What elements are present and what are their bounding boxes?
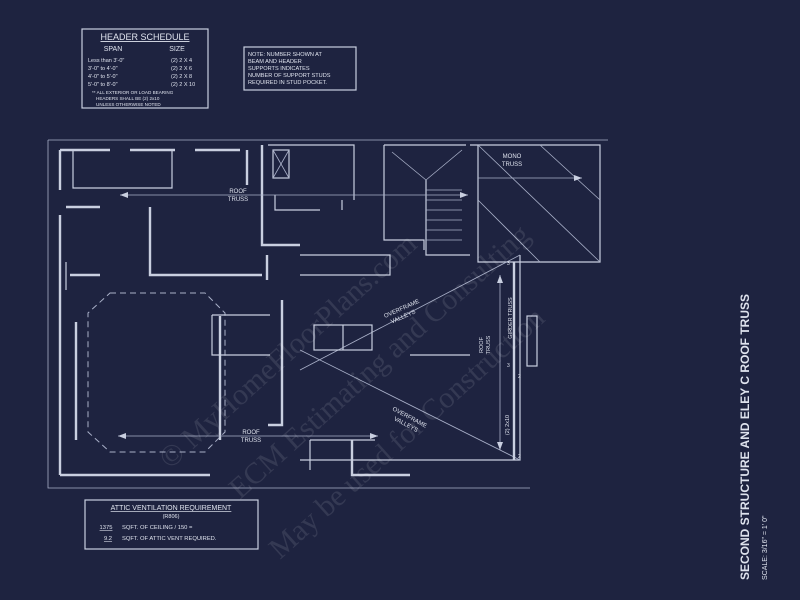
schedule-note: ** ALL EXTERIOR OR LOAD BEARING [92, 90, 174, 95]
note-line: REQUIRED IN STUD POCKET. [248, 80, 327, 86]
roof-truss-label: ROOF [479, 336, 485, 353]
size-column-header: SIZE [169, 46, 185, 53]
sheet-scale: SCALE: 3/16" = 1' 0" [762, 515, 769, 580]
schedule-note: UNLESS OTHERWISE NOTED [96, 102, 161, 107]
schedule-note: HEADERS SHALL BE (2) 2x10 [96, 96, 160, 101]
note-line: BEAM AND HEADER [248, 59, 302, 65]
vent-sqft-text: SQFT. OF ATTIC VENT REQUIRED. [122, 536, 217, 542]
beam-size-label: (2) 2x10 [505, 415, 511, 435]
attic-ventilation-box: ATTIC VENTILATION REQUIREMENT (R806) 137… [84, 499, 259, 550]
truss-direction-arrows [118, 175, 582, 450]
ceiling-sqft-value: 1375 [100, 525, 113, 531]
roof-truss-label: TRUSS [228, 197, 248, 203]
attic-ventilation-code: (R806) [163, 514, 180, 520]
schedule-row-span: 5'-0" to 8'-0" [88, 82, 118, 88]
roof-truss-label: ROOF [242, 430, 260, 436]
mono-truss-label: TRUSS [502, 162, 522, 168]
schedule-row-span: 4'-0" to 5'-0" [88, 74, 118, 80]
sheet-title-block: SECOND STRUCTURE AND ELEY C ROOF TRUSS [738, 294, 752, 580]
stud-pocket-note: NOTE: NUMBER SHOWN AT BEAM AND HEADER SU… [243, 46, 357, 91]
stud-count: 3 [507, 363, 510, 369]
schedule-row-size: (2) 2 X 10 [171, 82, 195, 88]
stair-treads [391, 149, 463, 241]
header-schedule-title: HEADER SCHEDULE [100, 32, 189, 42]
note-line: SUPPORTS INDICATES [248, 66, 310, 72]
roof-truss-label: TRUSS [486, 335, 492, 354]
roof-truss-label: TRUSS [241, 438, 261, 444]
attic-ventilation-title: ATTIC VENTILATION REQUIREMENT [111, 505, 232, 512]
note-line: NOTE: NUMBER SHOWN AT [248, 52, 322, 58]
stud-count: 2 [518, 454, 521, 460]
schedule-row-span: 3'-0" to 4'-0" [88, 66, 118, 72]
mono-truss-label: MONO [503, 154, 522, 160]
header-schedule: HEADER SCHEDULE SPAN SIZE Less than 3'-0… [81, 28, 209, 109]
vent-sqft-value: 9.2 [104, 536, 112, 542]
note-line: NUMBER OF SUPPORT STUDS [248, 73, 331, 79]
stud-count: 3 [507, 261, 510, 267]
schedule-row-size: (2) 2 X 6 [171, 66, 192, 72]
span-column-header: SPAN [104, 46, 123, 53]
ceiling-sqft-text: SQFT. OF CEILING / 150 = [122, 525, 193, 531]
girder-truss-label: GIRDER TRUSS [508, 297, 514, 339]
schedule-row-size: (2) 2 X 4 [171, 58, 192, 64]
floor-plan-walls [47, 139, 608, 489]
watermark: © MyHomeFloorPlans.com ECM Estimating an… [153, 218, 551, 565]
stud-count: 2 [518, 374, 521, 380]
sheet-scale-block: SCALE: 3/16" = 1' 0" [762, 515, 769, 580]
schedule-row-span: Less than 3'-0" [88, 58, 124, 64]
sheet-title: SECOND STRUCTURE AND ELEY C ROOF TRUSS [738, 294, 752, 580]
schedule-row-size: (2) 2 X 8 [171, 74, 192, 80]
roof-truss-label: ROOF [229, 189, 247, 195]
